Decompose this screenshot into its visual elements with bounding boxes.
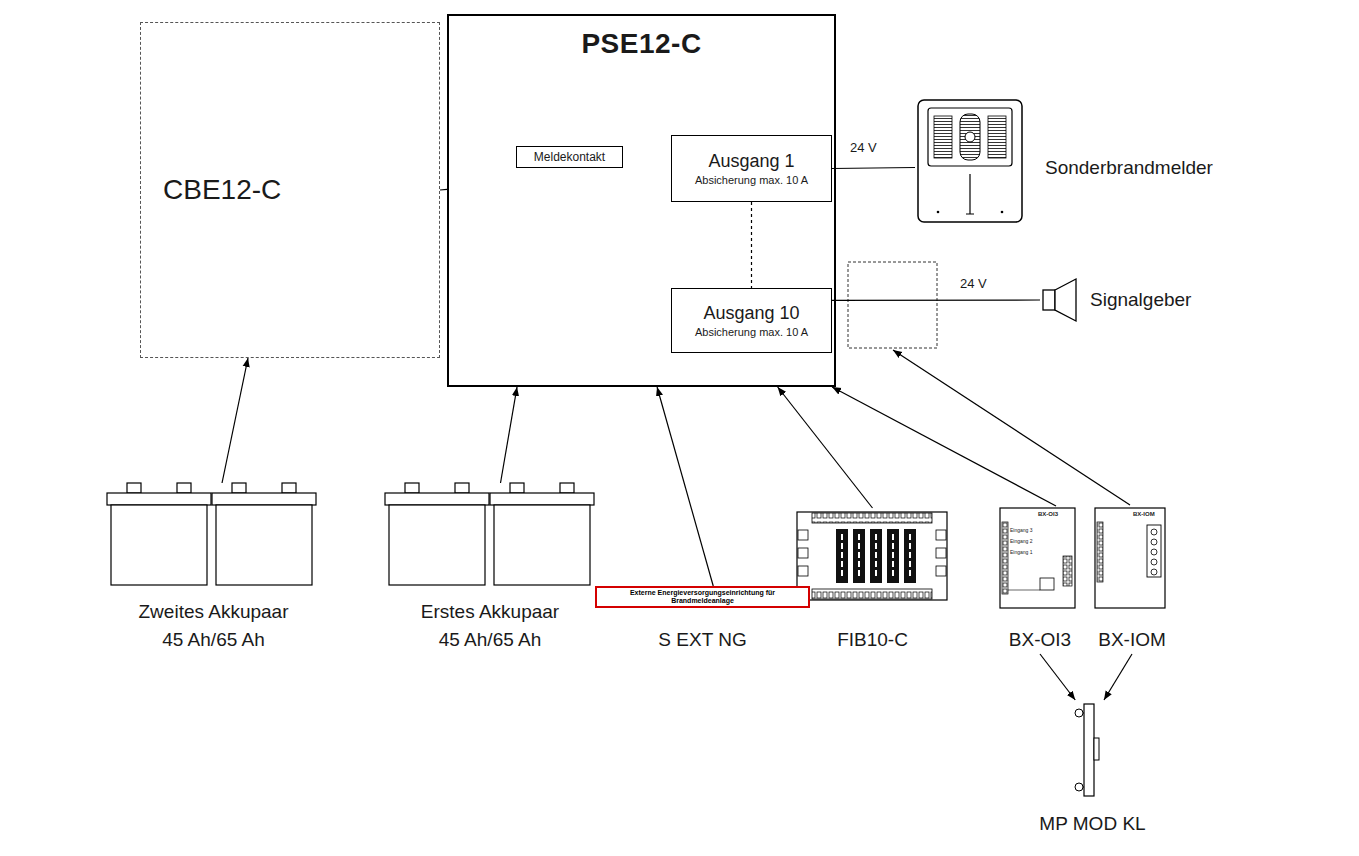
device-inscription: BX-OI3 [1038, 511, 1058, 517]
device-inscription: Eingang 1 [1010, 549, 1033, 555]
node-label: CBE12-C [163, 174, 281, 206]
node-label: PSE12-C [449, 28, 834, 60]
external-supply-node: Externe Energieversorgungseinrichtung fü… [595, 586, 810, 654]
connector-arrow [1104, 654, 1132, 700]
node-label: Meldekontakt [534, 150, 605, 164]
io-module-icon [1000, 508, 1075, 608]
fuse-board-node: FIB10-C [795, 508, 950, 654]
detector-icon [918, 100, 1022, 222]
node-sublabel: S EXT NG [595, 626, 810, 654]
node-label: BX-OI3 [1000, 626, 1080, 654]
device-inscription: Eingang 2 [1010, 538, 1033, 544]
connector-line [751, 202, 752, 288]
node-label: FIB10-C [795, 626, 950, 654]
sounder-node: Signalgeber [1040, 278, 1250, 322]
contact-box: Meldekontakt [516, 146, 623, 168]
sounder-icon [1043, 279, 1076, 321]
node-label: Externe Energieversorgungseinrichtung fü… [595, 586, 810, 608]
node-sublabel: Absicherung max. 10 A [695, 174, 808, 186]
control-unit-box: CBE12-C [140, 22, 440, 358]
output-box: Ausgang 10 Absicherung max. 10 A [671, 288, 832, 353]
node-label: BX-IOM [1092, 626, 1172, 654]
connector-arrow [778, 387, 873, 508]
connector-arrow [1040, 654, 1075, 700]
connector-line [832, 168, 915, 169]
connector-arrow [222, 358, 248, 483]
voltage-label: 24 V [958, 276, 989, 291]
output-box: Ausgang 1 Absicherung max. 10 A [671, 135, 832, 202]
mounting-plate-node: MP MOD KL [1035, 700, 1150, 838]
connector-arrow [832, 387, 1056, 506]
battery-icons [107, 483, 594, 585]
device-inscription: BX-IOM [1133, 511, 1155, 517]
connector-arrow [501, 387, 518, 483]
power-supply-box: PSE12-C Meldekontakt Ausgang 1 Absicherung … [447, 14, 836, 387]
connector-arrow [657, 387, 713, 586]
io-module-node: BX-IOM [1092, 506, 1172, 654]
fuse-board-icon [797, 512, 947, 600]
node-sublabel: Absicherung max. 10 A [695, 326, 808, 338]
detector-node: Sonderbrandmelder [915, 100, 1250, 235]
node-label: Erstes Akkupaar 45 Ah/65 Ah [410, 598, 570, 654]
connector-line [440, 189, 447, 191]
mounting-plate-icon [1075, 704, 1099, 796]
node-label: Zweites Akkupaar 45 Ah/65 Ah [134, 598, 294, 654]
battery-node: Erstes Akkupaar 45 Ah/65 Ah [385, 483, 595, 654]
module-slot [848, 262, 937, 348]
node-label: Ausgang 1 [708, 151, 794, 172]
node-label: Sonderbrandmelder [1045, 157, 1213, 179]
io-module-icon [1095, 508, 1165, 608]
device-inscription: Eingang 3 [1010, 527, 1033, 533]
voltage-label: 24 V [848, 140, 879, 155]
node-label: Signalgeber [1090, 289, 1191, 311]
node-label: Ausgang 10 [703, 303, 799, 324]
battery-node: Zweites Akkupaar 45 Ah/65 Ah [107, 483, 320, 654]
node-label: MP MOD KL [1035, 810, 1150, 838]
connector-line [832, 299, 1040, 301]
